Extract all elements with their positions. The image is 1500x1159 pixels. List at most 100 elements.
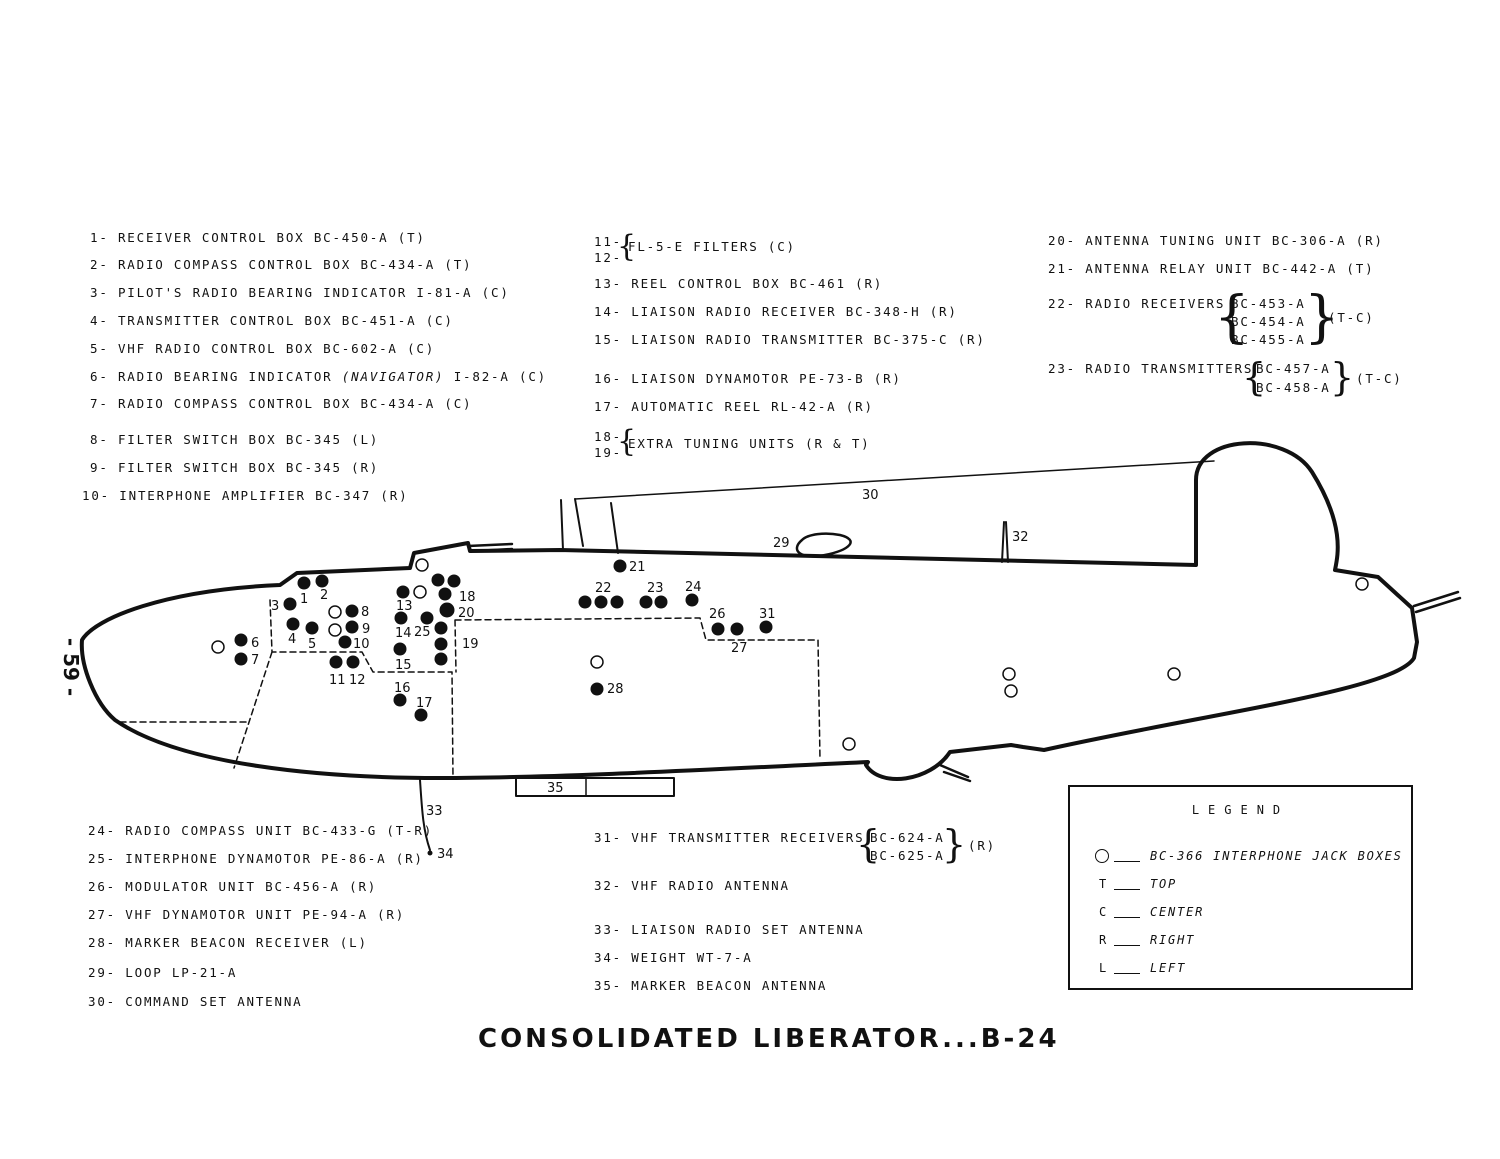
item-12-number: 12-	[594, 250, 622, 265]
item-15: 15- LIAISON RADIO TRANSMITTER BC-375-C (…	[594, 332, 986, 347]
item-22-position: (T-C)	[1328, 310, 1375, 325]
item-18-number: 18-	[594, 429, 622, 444]
label-34: 34	[437, 847, 454, 862]
label-8: 8	[361, 605, 369, 620]
legend-text-right: RIGHT	[1150, 933, 1196, 947]
dot-18b	[447, 574, 461, 588]
item-14: 14- LIAISON RADIO RECEIVER BC-348-H (R)	[594, 304, 958, 319]
dot-22b	[594, 595, 608, 609]
item-28: 28- MARKER BEACON RECEIVER (L)	[88, 935, 368, 950]
dot-8	[345, 604, 359, 618]
label-16: 16	[394, 681, 411, 696]
label-27: 27	[731, 641, 748, 656]
item-17: 17- AUTOMATIC REEL RL-42-A (R)	[594, 399, 874, 414]
jack-box-icon	[415, 558, 429, 572]
item-31-part-2: BC-625-A	[870, 848, 945, 863]
dot-11	[329, 655, 343, 669]
label-22: 22	[595, 581, 612, 596]
jack-box-icon	[1167, 667, 1181, 681]
item-18-19-extra: EXTRA TUNING UNITS (R & T)	[628, 436, 871, 451]
dot-7	[234, 652, 248, 666]
item-22: 22- RADIO RECEIVERS	[1048, 296, 1226, 311]
lower-gun	[938, 763, 972, 783]
legend-sym-r: R	[1099, 933, 1108, 947]
dot-3	[283, 597, 297, 611]
item-26: 26- MODULATOR UNIT BC-456-A (R)	[88, 879, 378, 894]
page-title: CONSOLIDATED LIBERATOR...B-24	[478, 1024, 1060, 1054]
label-12: 12	[349, 673, 366, 688]
loop-antenna	[795, 532, 852, 558]
legend-line	[1114, 945, 1140, 946]
item-4: 4- TRANSMITTER CONTROL BOX BC-451-A (C)	[90, 313, 454, 328]
dot-5	[305, 621, 319, 635]
fuselage-outline	[79, 441, 1419, 781]
jack-box-icon	[1002, 667, 1016, 681]
item-30: 30- COMMAND SET ANTENNA	[88, 994, 303, 1009]
dot-14	[394, 611, 408, 625]
item-24: 24- RADIO COMPASS UNIT BC-433-G (T-R)	[88, 823, 434, 838]
item-31-part-1: BC-624-A	[870, 830, 945, 845]
item-22-part-2: BC-454-A	[1231, 314, 1306, 329]
brace-23-open: {	[1242, 355, 1267, 399]
page-number: - 59 -	[59, 637, 84, 697]
legend-text-left: LEFT	[1150, 961, 1187, 975]
label-35: 35	[547, 781, 564, 796]
label-28: 28	[607, 682, 624, 697]
tail-gun	[1412, 590, 1462, 614]
item-23: 23- RADIO TRANSMITTERS	[1048, 361, 1254, 376]
dot-20	[439, 602, 455, 618]
label-1: 1	[300, 592, 308, 607]
jack-box-icon	[1355, 577, 1369, 591]
compartment-line-center	[454, 617, 821, 761]
legend-title: LEGEND	[1191, 803, 1290, 817]
item-23-position: (T-C)	[1356, 371, 1403, 386]
jack-box-icon	[328, 605, 342, 619]
dot-2	[315, 574, 329, 588]
dot-22c	[610, 595, 624, 609]
label-33: 33	[426, 804, 443, 819]
item-16: 16- LIAISON DYNAMOTOR PE-73-B (R)	[594, 371, 902, 386]
item-32: 32- VHF RADIO ANTENNA	[594, 878, 790, 893]
dot-28	[590, 682, 604, 696]
label-3: 3	[271, 599, 279, 614]
brace-23-close: }	[1330, 355, 1355, 399]
dot-4	[286, 617, 300, 631]
liaison-antenna	[419, 779, 431, 851]
compartment-line-nose	[119, 599, 454, 779]
brace-22-open: {	[1214, 285, 1250, 350]
dot-19a	[434, 637, 448, 651]
dot-12	[346, 655, 360, 669]
item-7: 7- RADIO COMPASS CONTROL BOX BC-434-A (C…	[90, 396, 473, 411]
dot-21	[613, 559, 627, 573]
item-22-part-1: BC-453-A	[1231, 296, 1306, 311]
item-9: 9- FILTER SWITCH BOX BC-345 (R)	[90, 460, 380, 475]
dot-25a	[420, 611, 434, 625]
dot-26b	[730, 622, 744, 636]
jack-box-icon	[590, 655, 604, 669]
dot-15	[393, 642, 407, 656]
jack-box-legend-icon	[1095, 849, 1109, 863]
label-13: 13	[396, 599, 413, 614]
item-21: 21- ANTENNA RELAY UNIT BC-442-A (T)	[1048, 261, 1375, 276]
item-31: 31- VHF TRANSMITTER RECEIVERS	[594, 830, 865, 845]
dot-9	[345, 620, 359, 634]
dot-31	[759, 620, 773, 634]
dot-16	[393, 693, 407, 707]
legend: LEGEND BC-366 INTERPHONE JACK BOXES T TO…	[1068, 785, 1413, 990]
dot-19b	[434, 652, 448, 666]
label-15: 15	[395, 658, 412, 673]
marker-beacon-antenna	[515, 777, 675, 797]
item-23-part-2: BC-458-A	[1256, 380, 1331, 395]
label-6: 6	[251, 636, 259, 651]
label-26: 26	[709, 607, 726, 622]
item-1: 1- RECEIVER CONTROL BOX BC-450-A (T)	[90, 230, 426, 245]
label-20: 20	[458, 606, 475, 621]
label-9: 9	[362, 622, 370, 637]
label-5: 5	[308, 637, 316, 652]
diagram-labels: 1 2 3 4 5 6 7 8 9 10 11 12 13 14 15 16 1…	[251, 488, 1029, 862]
item-2: 2- RADIO COMPASS CONTROL BOX BC-434-A (T…	[90, 257, 473, 272]
item-22-part-3: BC-455-A	[1231, 332, 1306, 347]
item-19-number: 19-	[594, 445, 622, 460]
item-27: 27- VHF DYNAMOTOR UNIT PE-94-A (R)	[88, 907, 406, 922]
